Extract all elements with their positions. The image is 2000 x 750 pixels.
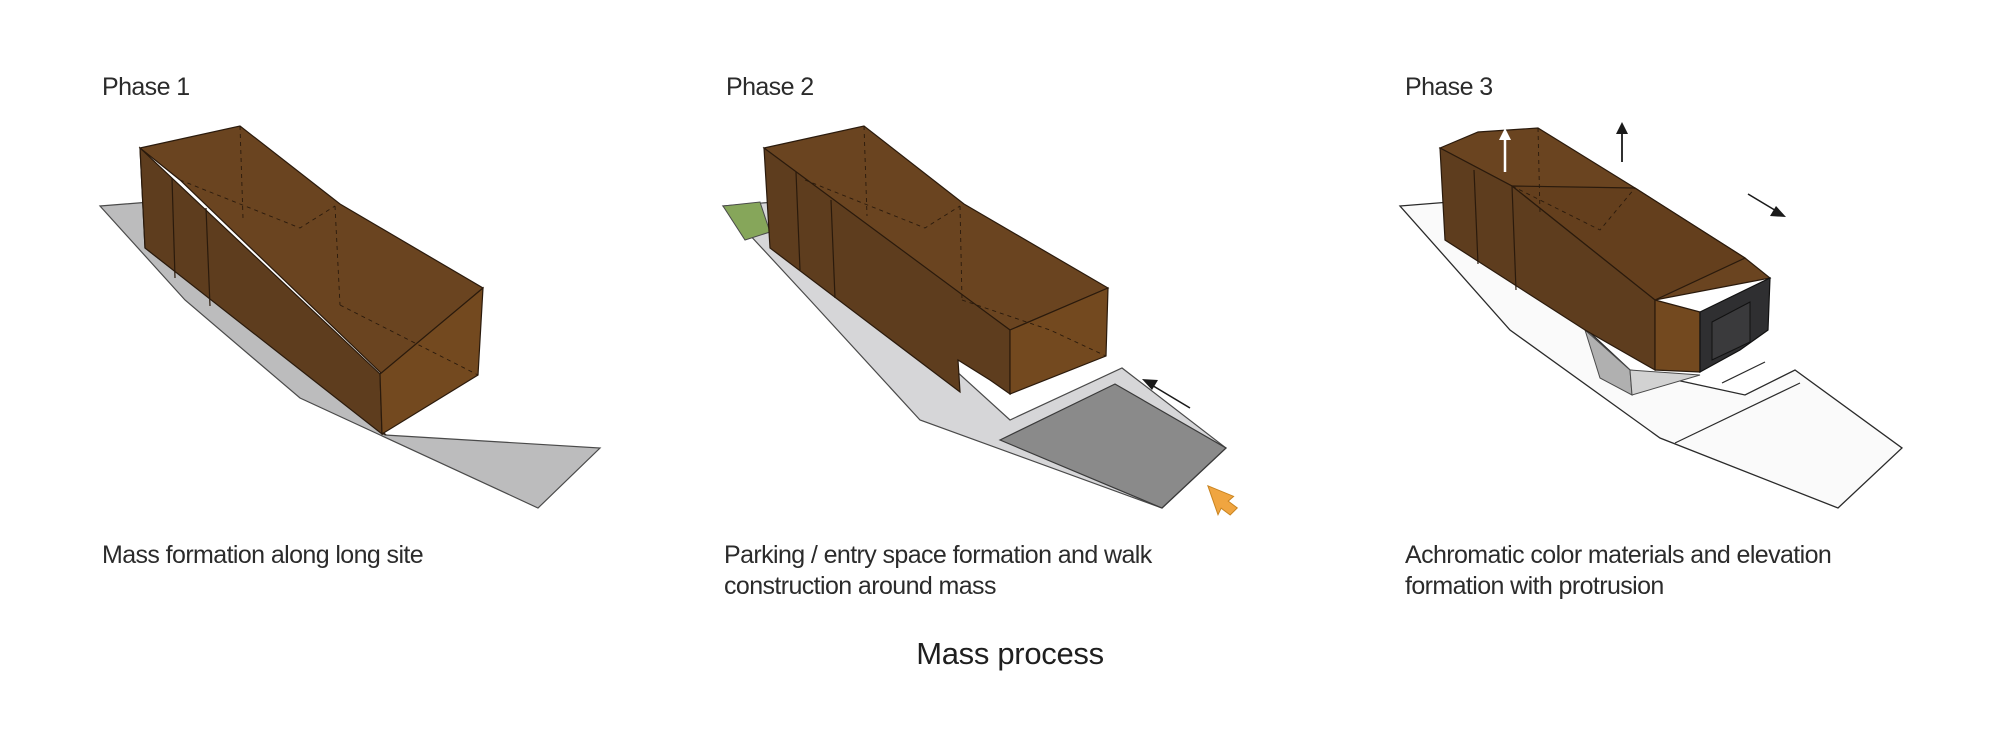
mass-edge bbox=[795, 171, 801, 271]
entry-arrow-icon bbox=[1207, 484, 1239, 517]
mass-end-face bbox=[1654, 299, 1701, 373]
site-division bbox=[1674, 382, 1801, 444]
caption-line: Achromatic color materials and elevation bbox=[1405, 541, 1832, 569]
site-division bbox=[1721, 361, 1766, 384]
parking-area bbox=[998, 383, 1228, 509]
phase-2-caption: Parking / entry space formation and walk… bbox=[724, 540, 1152, 602]
caption-line: formation with protrusion bbox=[1405, 572, 1664, 600]
phase-3-title: Phase 3 bbox=[1405, 73, 1493, 101]
phase-3-caption: Achromatic color materials and elevation… bbox=[1405, 540, 1832, 602]
elevation-arrowhead bbox=[1616, 122, 1628, 134]
hidden-edge bbox=[339, 304, 479, 376]
walk-direction-arrowhead bbox=[1142, 379, 1158, 390]
hidden-edge bbox=[804, 179, 961, 229]
mass-edge bbox=[171, 177, 176, 279]
phase-1-title: Phase 1 bbox=[102, 73, 190, 101]
caption-line: construction around mass bbox=[724, 572, 996, 600]
hidden-edge bbox=[334, 205, 341, 306]
phase-3-model bbox=[1398, 122, 1904, 509]
mass-edge bbox=[1511, 185, 1517, 291]
hidden-edge bbox=[863, 125, 868, 217]
hidden-edge bbox=[1511, 185, 1636, 231]
phase-2-title: Phase 2 bbox=[726, 73, 814, 101]
dark-protrusion-frame bbox=[1711, 301, 1751, 361]
protrusion-arrow bbox=[1747, 193, 1779, 213]
mass-edge bbox=[205, 207, 211, 307]
hidden-edge bbox=[179, 179, 336, 229]
walk-direction-arrow bbox=[1149, 383, 1191, 409]
caption-line: Mass formation along long site bbox=[102, 541, 424, 569]
phase-1-caption: Mass formation along long site bbox=[102, 540, 424, 571]
protrusion-arrowhead bbox=[1770, 206, 1786, 217]
elevation-arrowhead bbox=[1499, 128, 1511, 140]
pilotis-shadow bbox=[1629, 369, 1701, 396]
diagram-title: Mass process bbox=[916, 636, 1104, 671]
phase-2-model bbox=[721, 125, 1239, 517]
phase-1-model bbox=[98, 125, 602, 509]
mass-edge bbox=[830, 199, 836, 299]
caption-line: Parking / entry space formation and walk bbox=[724, 541, 1152, 569]
hidden-edge bbox=[1537, 127, 1541, 215]
mass-edge bbox=[1473, 169, 1479, 265]
